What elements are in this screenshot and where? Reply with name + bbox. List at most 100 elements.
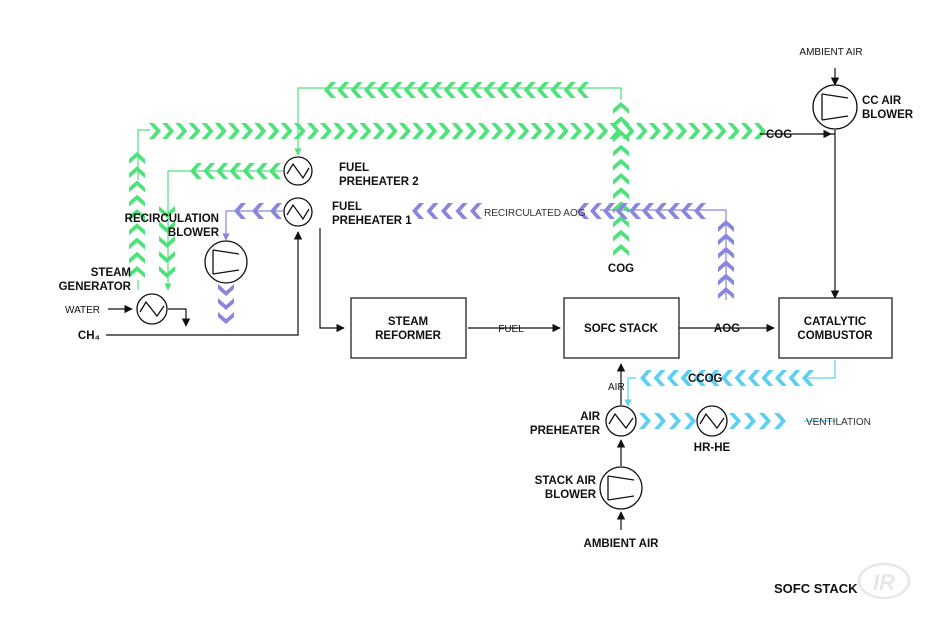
cog-chevron-main-right: [280, 123, 293, 139]
ccog-chevron-ventilation: [744, 413, 756, 429]
cog-chevron-sg-up: [129, 166, 145, 179]
aog-chevron-recirc: [455, 203, 468, 219]
hr-he-icon: [696, 405, 728, 437]
cog-chevron-top-left: [337, 82, 350, 98]
fuel-preheater-1-icon: [283, 197, 313, 227]
cog-chevron-stack-up: [613, 158, 629, 171]
cog-chevron-main-right: [635, 123, 648, 139]
cog-chevron-sg-up: [129, 223, 145, 236]
cog-chevron-sg-up: [129, 209, 145, 221]
ccog-chevron-left: [653, 370, 666, 386]
cog-chevron-main-right: [188, 123, 201, 139]
ambient-air-top-label: AMBIENT AIR: [799, 47, 862, 58]
cog-chevron-main-right: [701, 123, 714, 139]
aog-chevron-blower-out: [218, 284, 234, 296]
steam-generator-label-1: STEAM: [91, 267, 131, 279]
sg-out-line: [168, 308, 191, 327]
cc-air-blower-icon: [812, 84, 858, 130]
catalytic-combustor-block: CATALYTIC COMBUSTOR: [778, 297, 893, 359]
aog-chevron-top: [577, 203, 589, 219]
aog-guide: [600, 209, 727, 300]
cog-guide-preheater2-out: [164, 170, 283, 291]
cog-chevron-top-left: [430, 82, 443, 98]
cog-chevron-main-right: [438, 123, 451, 139]
cog-chevron-main-right: [609, 123, 622, 139]
cog-chevron-down-to-sg: [159, 221, 175, 233]
cog-chevron-main-right: [214, 123, 227, 139]
cog-chevron-stack-up: [613, 102, 629, 114]
cog-chevron-stack-up: [613, 187, 629, 200]
ccog-guide: [808, 360, 836, 379]
cog-chevron-main-right: [583, 123, 596, 139]
water-label: WATER: [65, 305, 100, 316]
cog-chevron-main-right: [451, 123, 464, 139]
cog-chevron-main-right: [754, 123, 766, 139]
cog-chevron-main-right: [201, 123, 214, 139]
air-preheater-label-1: AIR: [580, 411, 601, 423]
cog-chevron-main-right: [530, 123, 543, 139]
cog-chevron-top-left: [403, 82, 416, 98]
cog-chevron-sg-up: [129, 180, 145, 193]
ir-logo: IR: [857, 562, 911, 600]
preheater-to-reformer-line: [319, 228, 345, 333]
ccog-chevron-left: [775, 370, 787, 386]
recirculation-blower-label-1: RECIRCULATION: [125, 213, 219, 225]
cog-chevron-top-left: [523, 82, 536, 98]
cog-chevron-top-left: [350, 82, 363, 98]
cog-chevron-main-right: [648, 123, 661, 139]
cog-chevron-main-right: [372, 123, 385, 139]
ccog-chevron-left: [761, 370, 774, 386]
cc-air-blower-label-2: BLOWER: [862, 109, 914, 121]
ccog-chevron-ventilation: [729, 413, 741, 429]
cog-chevron-main-right: [675, 123, 688, 139]
cog-chevron-top-left: [457, 82, 470, 98]
cog-chevron-main-right: [306, 123, 319, 139]
steam-reformer-block: STEAM REFORMER: [350, 297, 467, 359]
cog-chevron-main-right: [227, 123, 240, 139]
cog-chevron-sg-up: [129, 152, 145, 164]
aog-chevron-top: [603, 203, 615, 219]
cog-chevron-top-left: [363, 82, 376, 98]
stack-air-blower-label-2: BLOWER: [545, 489, 597, 501]
cog-chevron-main-right: [661, 123, 674, 139]
cog-chevron-main-right: [241, 123, 254, 139]
cog-chevron-top-left: [324, 82, 336, 98]
stack-air-blower-label-1: STACK AIR: [535, 475, 597, 487]
fuel-preheater-2-label-1: FUEL: [339, 162, 369, 174]
aog-chevron-top: [694, 203, 706, 219]
cog-chevron-main-right: [346, 123, 359, 139]
hr-he-label: HR-HE: [694, 442, 731, 454]
ccog-chevron-left: [680, 370, 693, 386]
cog-guide-left: [137, 129, 150, 180]
process-lines: [106, 68, 840, 530]
air-preheater-label-2: PREHEATER: [530, 425, 601, 437]
aog-chevron-blower-out: [218, 298, 234, 310]
cog-chevron-down-to-sg: [159, 236, 175, 248]
ccog-chevron-to-hrhe: [654, 413, 666, 429]
ccog-guide-preheater: [624, 377, 636, 407]
cog-chevron-main-right: [464, 123, 477, 139]
ccog-label: CCOG: [688, 373, 723, 385]
cog-chevron-top-left: [483, 82, 496, 98]
cog-chevron-main-right: [359, 123, 372, 139]
cog-chevron-stack-up: [613, 244, 629, 256]
catalytic-combustor-label-2: COMBUSTOR: [797, 330, 873, 342]
cog-stack-label: COG: [608, 263, 634, 275]
fuel-preheater-2-label-2: PREHEATER 2: [339, 176, 419, 188]
recirculated-aog-label: RECIRCULATED AOG: [484, 208, 586, 219]
air-label: AIR: [608, 382, 625, 393]
cog-chevron-main-right: [556, 123, 569, 139]
cog-chevron-main-right: [319, 123, 332, 139]
aog-chevron-blower-out: [218, 312, 234, 324]
cog-chevron-main-right: [490, 123, 503, 139]
aog-chevron-top: [629, 203, 641, 219]
air-preheater-icon: [605, 405, 637, 437]
cog-chevron-sg-up: [129, 237, 145, 250]
aog-chevron-top: [655, 203, 667, 219]
steam-reformer-label-1: STEAM: [388, 316, 428, 328]
ch4-label: CH₄: [78, 330, 100, 342]
cog-chevron-main-right: [740, 123, 753, 139]
ccog-chevron-left: [802, 370, 814, 386]
cog-chevron-down-to-sg: [159, 251, 175, 263]
